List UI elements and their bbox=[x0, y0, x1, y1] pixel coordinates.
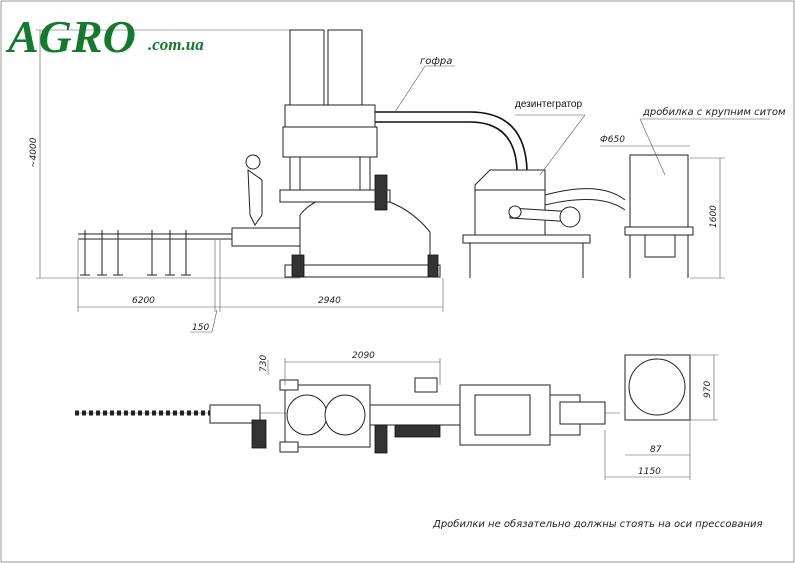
dim-plan-length: 2090 bbox=[352, 351, 375, 361]
disintegrator: дезинтегратор bbox=[462, 99, 626, 278]
dim-crusher-plan-width: 970 bbox=[703, 381, 713, 398]
dim-press-length: 2940 bbox=[318, 296, 341, 306]
agro-logo: AGRO .com.ua bbox=[5, 11, 204, 62]
logo-domain: .com.ua bbox=[148, 35, 204, 54]
crusher: Ф650 1600 дробилка с крупним ситом bbox=[600, 106, 786, 279]
logo-main: AGRO bbox=[5, 11, 136, 62]
label-corrugated-pipe: гофра bbox=[420, 56, 452, 67]
label-crusher: дробилка с крупним ситом bbox=[642, 106, 786, 118]
press-silos bbox=[245, 29, 378, 226]
dim-crusher-height: 1600 bbox=[709, 205, 719, 228]
dim-rack-length: 6200 bbox=[132, 296, 155, 306]
press bbox=[231, 174, 441, 278]
corrugated-pipe: гофра bbox=[375, 56, 528, 171]
dim-height-total: ~4000 bbox=[29, 137, 39, 168]
dim-crusher-offset: 87 bbox=[650, 445, 662, 455]
drawing-note: Дробилки не обязательно должны стоять на… bbox=[432, 518, 763, 530]
dim-crusher-diameter: Ф650 bbox=[600, 135, 625, 145]
dim-crusher-plan-length: 1150 bbox=[638, 467, 661, 477]
dim-offset: 150 bbox=[192, 323, 209, 333]
elevation-dimensions: 6200 2940 150 bbox=[77, 240, 444, 333]
label-disintegrator: дезинтегратор bbox=[515, 99, 582, 110]
dim-plan-width: 730 bbox=[259, 355, 269, 372]
elevation-view: ~4000 bbox=[29, 29, 786, 333]
plan-view: 730 2090 970 87 1150 bbox=[75, 351, 718, 480]
cooling-racks bbox=[78, 230, 232, 276]
